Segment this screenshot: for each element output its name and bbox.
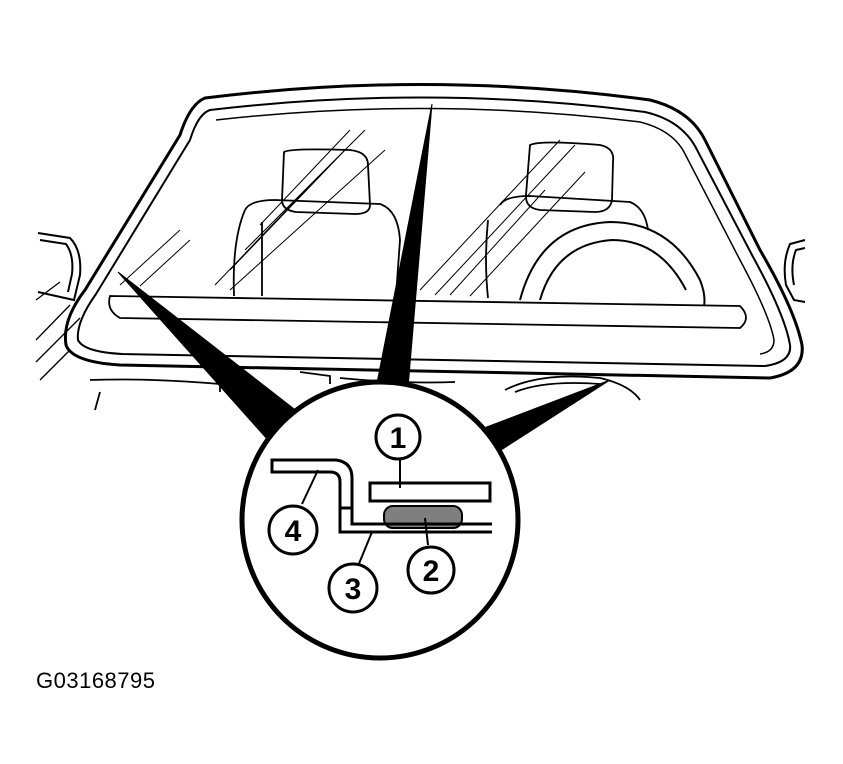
steering-wheel	[519, 220, 706, 307]
callout-4: 4	[267, 504, 319, 556]
callout-2: 2	[406, 545, 456, 595]
left-body-hatching	[35, 281, 81, 381]
leader-wedge-right	[483, 379, 611, 453]
callout-2-leader	[424, 517, 429, 546]
glass-panel	[368, 481, 492, 503]
detail-circle: 1 2 3 4	[239, 379, 521, 661]
right-mirror	[783, 239, 806, 303]
callout-3: 3	[327, 562, 379, 614]
left-mirror	[37, 232, 82, 302]
leader-wedge-center	[375, 103, 433, 389]
callout-4-number: 4	[285, 515, 302, 548]
leader-wedges	[117, 103, 611, 453]
right-seat	[485, 141, 649, 299]
left-seat	[232, 148, 401, 297]
callout-3-leader	[357, 531, 373, 567]
dashboard	[108, 295, 747, 329]
windshield-frame	[63, 83, 804, 380]
callout-2-number: 2	[423, 555, 440, 588]
callout-4-leader	[301, 469, 319, 505]
callout-3-number: 3	[345, 573, 362, 606]
trim-molding	[270, 458, 354, 510]
figure-id-label: G03168795	[36, 668, 156, 693]
callout-1-number: 1	[390, 422, 407, 455]
callout-1: 1	[374, 413, 422, 461]
glass-reflection-lines	[119, 129, 586, 297]
